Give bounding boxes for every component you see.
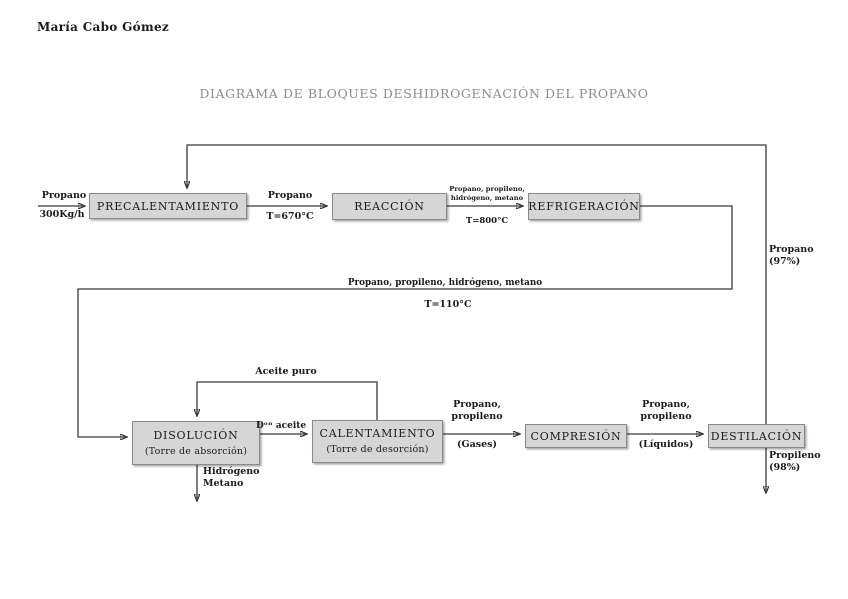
block-precalentamiento: PRECALENTAMIENTO [89,193,247,219]
reactor-outlet-composition: Propano, propileno, hidrógeno, metano [444,185,530,202]
block-refrigeracion-label: REFRIGERACIÓN [528,200,640,213]
block-destilacion-label: DESTILACIÓN [710,429,803,443]
offgas-stream-label: Hidrógeno Metano [203,466,260,490]
preheated-stream-temp: T=670°C [266,211,314,222]
block-refrigeracion: REFRIGERACIÓN [528,193,640,220]
block-disolucion: DISOLUCIÓN (Torre de absorción) [132,421,260,465]
gases-stream-line1: Propano, [453,399,501,410]
author-name: María Cabo Gómez [37,20,169,34]
block-compresion: COMPRESIÓN [525,424,627,448]
product-stream-name: Propileno [769,450,821,461]
product-stream-purity: (98%) [769,462,801,473]
connector-refrigeracion-to-disolucion [77,205,733,437]
reactor-outlet-composition-line1: Propano, propileno, [449,185,525,193]
aceite-puro-label: Aceite puro [255,366,317,377]
reactor-outlet-composition-line2: hidrógeno, metano [450,193,524,202]
block-disolucion-label: DISOLUCIÓN [153,428,239,442]
offgas-hidrogeno: Hidrógeno [203,466,260,477]
block-reaccion: REACCIÓN [332,193,447,220]
block-precalentamiento-label: PRECALENTAMIENTO [96,199,240,213]
connector-aceite-calentamiento-to-disolucion [197,381,378,420]
gases-stream-line2: propileno [451,411,503,422]
cooled-stream-temp: T=110°C [424,299,472,310]
block-disolucion-sublabel: (Torre de absorción) [144,445,248,457]
block-compresion-label: COMPRESIÓN [530,429,622,443]
block-calentamiento-label: CALENTAMIENTO [319,427,436,440]
gases-stream-label: Propano, propileno [438,399,516,423]
feed-stream-rate: 300Kg/h [39,209,85,220]
block-calentamiento-sublabel: (Torre de desorción) [326,444,429,455]
preheated-stream-name: Propano [267,190,313,201]
liquidos-stream-line1: Propano, [642,399,690,410]
block-calentamiento: CALENTAMIENTO (Torre de desorción) [312,420,443,463]
block-reaccion-label: REACCIÓN [354,200,425,213]
recycle-stream-label: Propano (97%) [769,244,814,268]
gases-stream-state: (Gases) [457,439,497,450]
liquidos-stream-line2: propileno [640,411,692,422]
cooled-stream-composition: Propano, propileno, hidrógeno, metano [347,278,543,288]
connector-recycle-destilacion-to-precalentamiento [187,144,767,424]
reactor-outlet-temp: T=800°C [465,216,509,226]
liquidos-stream-state: (Líquidos) [638,439,694,450]
diagram-title: DIAGRAMA DE BLOQUES DESHIDROGENACIÓN DEL… [199,86,649,101]
block-destilacion: DESTILACIÓN [708,424,805,448]
feed-stream-name: Propano [41,190,87,201]
product-stream-label: Propileno (98%) [769,450,821,474]
disolucion-aceite-label: Dᵒⁿ aceite [256,421,307,431]
recycle-stream-name: Propano [769,244,814,255]
offgas-metano: Metano [203,478,244,489]
recycle-stream-purity: (97%) [769,256,801,267]
liquidos-stream-label: Propano, propileno [628,399,704,423]
